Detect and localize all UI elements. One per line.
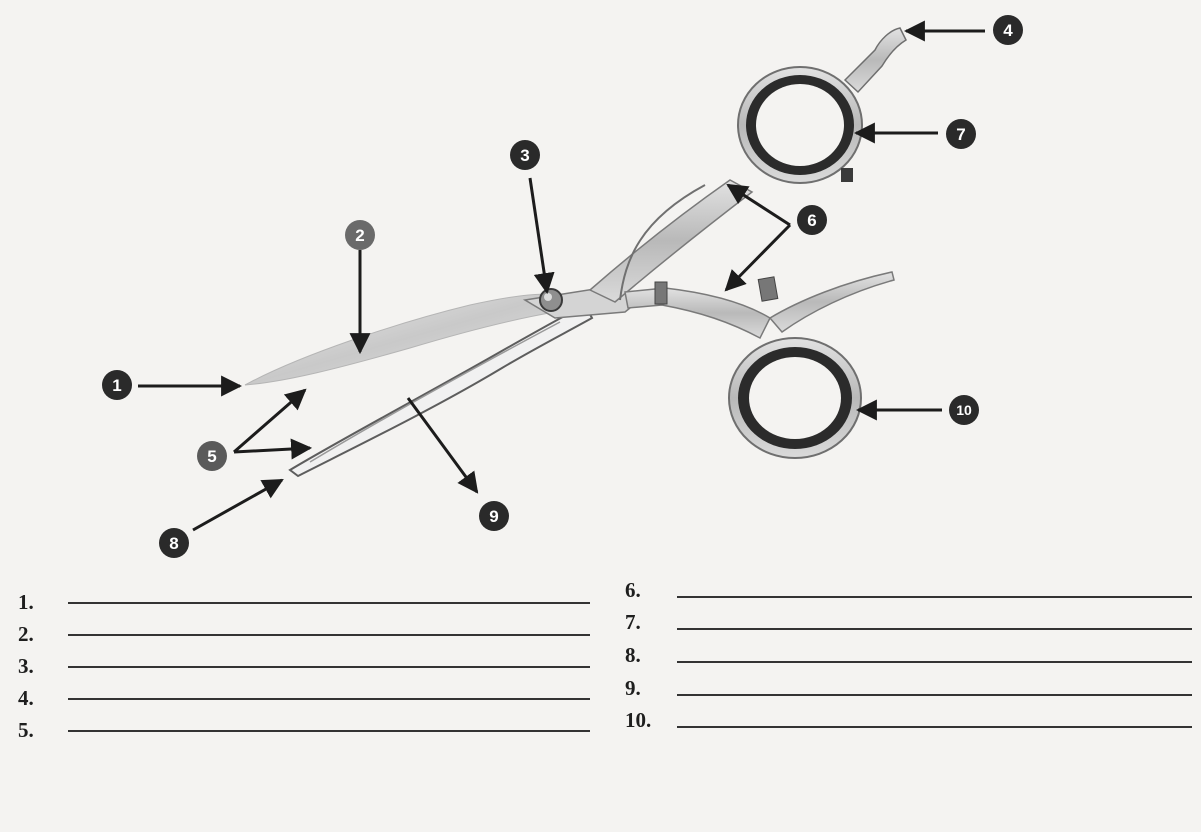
answer-blank-6[interactable]: 6. bbox=[625, 578, 1197, 614]
shears-diagram: 1 2 3 4 5 6 7 8 9 10 bbox=[102, 15, 1023, 558]
blank-number: 8. bbox=[625, 643, 641, 667]
answer-blank-5[interactable]: 5. bbox=[18, 718, 593, 754]
finger-tang bbox=[768, 271, 895, 334]
finger-rest bbox=[843, 27, 907, 94]
answer-blank-9[interactable]: 9. bbox=[625, 676, 1197, 712]
callout-badge-6: 6 bbox=[797, 205, 827, 235]
blank-number: 1. bbox=[18, 590, 34, 614]
answer-blank-3[interactable]: 3. bbox=[18, 654, 593, 690]
svg-text:7: 7 bbox=[956, 125, 965, 144]
callout-badge-9: 9 bbox=[479, 501, 509, 531]
svg-text:2: 2 bbox=[355, 226, 364, 245]
arrow-5b bbox=[233, 438, 313, 460]
callout-badge-8: 8 bbox=[159, 528, 189, 558]
upper-shank bbox=[588, 179, 754, 303]
callout-badge-1: 1 bbox=[102, 370, 132, 400]
blank-number: 6. bbox=[625, 578, 641, 602]
svg-text:6: 6 bbox=[807, 211, 816, 230]
arrow-6a bbox=[726, 183, 791, 227]
callout-badge-7: 7 bbox=[946, 119, 976, 149]
arrow-6b bbox=[724, 223, 792, 292]
arrow-3 bbox=[528, 177, 555, 295]
callout-badge-4: 4 bbox=[993, 15, 1023, 45]
svg-text:5: 5 bbox=[207, 447, 216, 466]
svg-text:9: 9 bbox=[489, 507, 498, 526]
answer-blank-1[interactable]: 1. bbox=[18, 590, 593, 626]
callout-badge-10: 10 bbox=[949, 395, 979, 425]
callout-badge-2: 2 bbox=[345, 220, 375, 250]
blank-number: 10. bbox=[625, 708, 652, 732]
arrow-5a bbox=[233, 388, 307, 454]
blank-number: 7. bbox=[625, 610, 641, 634]
callout-badge-3: 3 bbox=[510, 140, 540, 170]
lower-ring bbox=[728, 337, 862, 459]
svg-text:4: 4 bbox=[1003, 21, 1013, 40]
blank-number: 3. bbox=[18, 654, 34, 678]
svg-text:10: 10 bbox=[956, 402, 972, 418]
blank-number: 4. bbox=[18, 686, 34, 710]
answer-blank-2[interactable]: 2. bbox=[18, 622, 593, 658]
callout-arrows bbox=[138, 20, 985, 532]
arrow-8 bbox=[192, 478, 284, 532]
blank-number: 9. bbox=[625, 676, 641, 700]
shears-illustration bbox=[244, 27, 907, 478]
upper-blade bbox=[244, 293, 561, 386]
answer-blank-10[interactable]: 10. bbox=[625, 708, 1197, 744]
lower-blade bbox=[288, 303, 594, 478]
callout-badge-5: 5 bbox=[197, 441, 227, 471]
svg-text:3: 3 bbox=[520, 146, 529, 165]
pivot-screw bbox=[539, 288, 563, 312]
blank-number: 5. bbox=[18, 718, 34, 742]
svg-text:8: 8 bbox=[169, 534, 178, 553]
blank-number: 2. bbox=[18, 622, 34, 646]
svg-text:1: 1 bbox=[112, 376, 121, 395]
answer-blank-7[interactable]: 7. bbox=[625, 610, 1197, 646]
lower-shank bbox=[624, 287, 771, 340]
arrow-9 bbox=[406, 397, 479, 494]
upper-ring bbox=[737, 66, 863, 184]
answer-blank-4[interactable]: 4. bbox=[18, 686, 593, 722]
answer-blank-8[interactable]: 8. bbox=[625, 643, 1197, 679]
